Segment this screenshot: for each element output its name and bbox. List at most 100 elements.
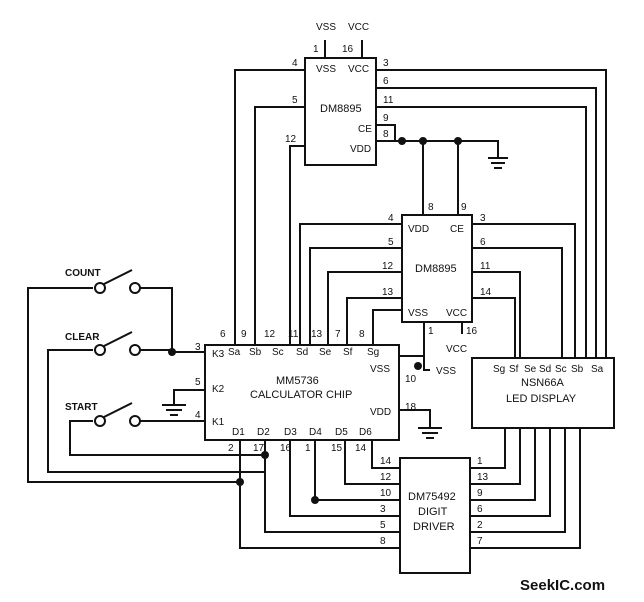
pin-label: 6 — [220, 329, 226, 340]
pin-label: VSS — [408, 308, 428, 319]
wiring — [27, 40, 607, 549]
pin-label: 11 — [480, 261, 491, 272]
pin-label: VSS — [370, 364, 390, 375]
pin-label: 16 — [280, 443, 292, 454]
segment-label: Sf — [343, 347, 353, 358]
pin-label: 6 — [480, 237, 486, 248]
driver-line3: DRIVER — [413, 521, 455, 533]
pin-label: 6 — [477, 504, 483, 515]
calculator-segment-labels: Sa Sb Sc Sd Se Sf Sg — [228, 347, 379, 358]
pin-label: 14 — [380, 456, 392, 467]
pin-label: 3 — [480, 213, 486, 224]
led-subtitle: LED DISPLAY — [506, 393, 577, 405]
pin-label: 6 — [383, 76, 389, 87]
pin-label: 7 — [335, 329, 341, 340]
pin-label: 8 — [428, 202, 434, 213]
pin-label: 5 — [380, 520, 386, 531]
pin-label: 3 — [195, 342, 201, 353]
watermark: SeekIC.com — [520, 577, 605, 594]
digit-label: D5 — [335, 427, 348, 438]
pin-label: 13 — [311, 329, 323, 340]
pin-label: 4 — [195, 410, 201, 421]
segment-label: Sd — [296, 347, 308, 358]
segment-label: Se — [319, 347, 332, 358]
pin-label: 8 — [383, 129, 389, 140]
pin-label: 8 — [380, 536, 386, 547]
dm8895-top: VSS VCC 1 16 VSS VCC DM8895 CE VDD 4 5 1… — [285, 22, 394, 166]
pin-label: 13 — [477, 472, 489, 483]
dm8895-top-name: DM8895 — [320, 103, 362, 115]
dm8895-mid: VDD CE 8 9 DM8895 VSS VCC 4 5 12 13 3 6 … — [382, 202, 492, 377]
switch-start-label: START — [65, 402, 98, 413]
segment-label: Sb — [249, 347, 262, 358]
pin-label: 2 — [477, 520, 483, 531]
digit-label: D6 — [359, 427, 372, 438]
pin-label: 11 — [383, 95, 394, 106]
led-segment-label: Sb — [571, 364, 584, 375]
pin-label: 14 — [480, 287, 492, 298]
mid-vss-label: VSS — [436, 366, 456, 377]
pin-label: 9 — [461, 202, 467, 213]
digit-label: D4 — [309, 427, 322, 438]
pin-label: VCC — [446, 308, 467, 319]
pin-label: K3 — [212, 349, 225, 360]
pin-label: 9 — [241, 329, 247, 340]
pin-label: 1 — [477, 456, 483, 467]
pin-label: 12 — [285, 134, 297, 145]
pin-label: 9 — [477, 488, 483, 499]
switch-start: START — [65, 402, 141, 427]
pin-label: 12 — [380, 472, 392, 483]
digit-label: D1 — [232, 427, 245, 438]
top-vcc-label: VCC — [348, 22, 369, 33]
pin-label: K2 — [212, 384, 225, 395]
pin-label: 11 — [288, 329, 299, 340]
segment-label: Sc — [272, 347, 284, 358]
mid-vcc-label: VCC — [446, 344, 467, 355]
pin-label: 10 — [380, 488, 392, 499]
pin-label: 4 — [388, 213, 394, 224]
pin-label: 16 — [342, 44, 354, 55]
pin-label: 12 — [264, 329, 276, 340]
pin-label: 1 — [428, 326, 434, 337]
digit-label: D2 — [257, 427, 270, 438]
led-segment-label: Sd — [539, 364, 551, 375]
pin-label: 8 — [359, 329, 365, 340]
segment-label: Sa — [228, 347, 241, 358]
pin-label: VDD — [370, 407, 391, 418]
pin-label: 17 — [253, 443, 265, 454]
led-segment-label: Sg — [493, 364, 505, 375]
calculator-digit-labels: D1 D2 D3 D4 D5 D6 — [232, 427, 372, 438]
pin-label: 14 — [355, 443, 367, 454]
pin-label: 10 — [405, 374, 417, 385]
driver-name: DM75492 — [408, 491, 456, 503]
driver-left-pins: 14 12 10 3 5 8 — [380, 456, 392, 547]
driver-line2: DIGIT — [418, 506, 448, 518]
pin-label: 3 — [383, 58, 389, 69]
pin-label: 9 — [383, 113, 389, 124]
pin-label: 18 — [405, 402, 417, 413]
pin-label: 4 — [292, 58, 298, 69]
top-vss-label: VSS — [316, 22, 336, 33]
pin-label: 5 — [292, 95, 298, 106]
calculator-subtitle: CALCULATOR CHIP — [250, 389, 352, 401]
digit-label: D3 — [284, 427, 297, 438]
calculator-name: MM5736 — [276, 375, 319, 387]
pin-label: K1 — [212, 417, 225, 428]
pin-label: CE — [450, 224, 464, 235]
pin-label: 16 — [466, 326, 478, 337]
segment-label: Sg — [367, 347, 379, 358]
switch-clear-label: CLEAR — [65, 332, 100, 343]
led-segment-label: Sc — [555, 364, 567, 375]
pin-label: VDD — [408, 224, 429, 235]
led-name: NSN66A — [521, 377, 564, 389]
switch-count-label: COUNT — [65, 268, 101, 279]
led-segment-label: Sf — [509, 364, 519, 375]
pin-label: VDD — [350, 144, 371, 155]
pin-label: 5 — [388, 237, 394, 248]
pin-label: 3 — [380, 504, 386, 515]
